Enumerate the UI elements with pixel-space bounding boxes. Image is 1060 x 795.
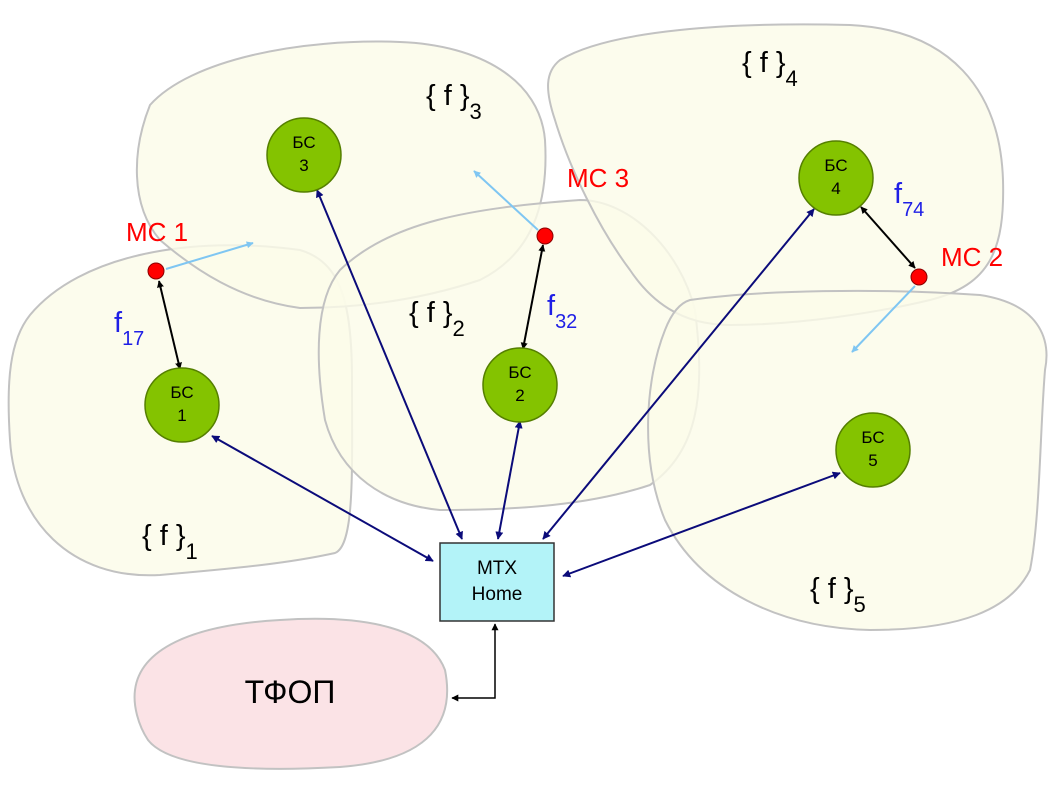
cell-label-f3: { f }3	[426, 80, 482, 124]
link-bs3-msc	[316, 189, 463, 540]
bs-number: 1	[177, 406, 186, 425]
bs-number: 5	[868, 451, 877, 470]
mobile-station-2-dot	[910, 268, 928, 286]
bs-number: 4	[831, 179, 840, 198]
base-station-3: БС 3	[266, 117, 342, 193]
link-bs5-msc	[562, 471, 841, 578]
bs-number: 2	[515, 386, 524, 405]
mobile-stations	[147, 227, 928, 286]
freq-label-f32: f32	[547, 290, 577, 333]
cell-label-f5: { f }5	[810, 573, 866, 617]
pstn-cloud	[133, 617, 449, 770]
base-station-2: БС 2	[482, 347, 558, 423]
motion-arrow-ms1	[165, 241, 254, 270]
mobile-station-3-dot	[536, 227, 554, 245]
base-station-4: БС 4	[798, 140, 874, 216]
backhaul-links	[211, 189, 841, 578]
bs-label: БС	[170, 383, 193, 402]
ms3-label: МС 3	[567, 163, 629, 193]
base-station-1: БС 1	[144, 367, 220, 443]
motion-arrow-ms2	[851, 285, 916, 353]
base-station-5: БС 5	[835, 412, 911, 488]
bs-label: БС	[292, 133, 315, 152]
radio-link-ms1-bs1	[157, 280, 182, 370]
pstn-label: ТФОП	[245, 674, 336, 710]
motion-arrow-ms3	[473, 170, 539, 231]
freq-label-f74: f74	[894, 178, 924, 221]
bs-number: 3	[299, 156, 308, 175]
freq-label-f17: f17	[114, 307, 144, 350]
link-bs2-msc	[495, 420, 523, 540]
msc-label-line1: МТХ	[477, 558, 517, 579]
cell-label-f4: { f }4	[742, 47, 798, 91]
motion-arrows	[165, 170, 916, 353]
bs-label: БС	[824, 156, 847, 175]
link-msc-pstn	[451, 623, 499, 702]
radio-links	[157, 206, 916, 370]
msc-label-line2: Home	[472, 584, 523, 605]
bs-label: БС	[508, 363, 531, 382]
radio-link-ms3-bs2	[520, 244, 546, 350]
msc-node: МТХ Home	[439, 542, 555, 622]
cell-label-f1: { f }1	[142, 520, 198, 564]
ms2-label: МС 2	[941, 242, 1003, 272]
ms1-label: МС 1	[126, 217, 188, 247]
mobile-station-1-dot	[147, 262, 165, 280]
radio-link-ms2-bs4	[860, 206, 916, 269]
base-stations: БС 1 БС 2 БС 3 БС 4 БС 5	[144, 117, 911, 488]
bs-label: БС	[861, 428, 884, 447]
